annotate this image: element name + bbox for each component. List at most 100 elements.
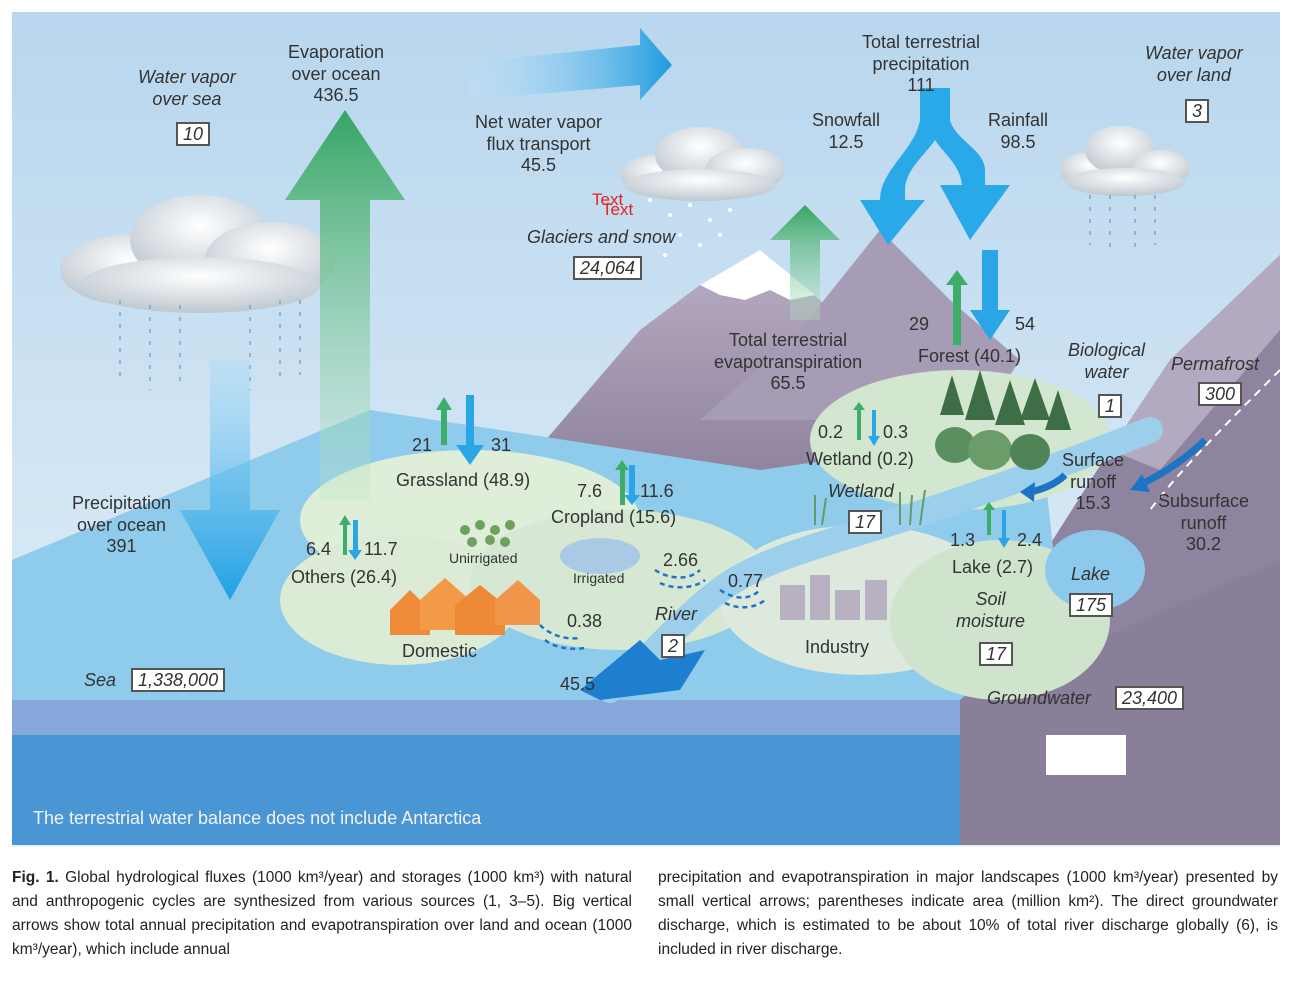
caption-right: precipitation and evapotranspiration in … [658, 869, 1278, 958]
cloud-sea [60, 195, 335, 313]
permafrost-value: 300 [1198, 382, 1243, 406]
groundwater-label: Groundwater [987, 688, 1092, 708]
forest-up-arrow [946, 270, 968, 345]
mountain-snow [700, 250, 815, 300]
domestic-label: Domestic [402, 641, 478, 661]
wetland-down-value: 0.3 [883, 422, 909, 442]
precip-ocean-line2: over ocean [77, 514, 167, 535]
industry-label: Industry [805, 637, 870, 657]
wetland-reeds [814, 489, 926, 526]
subsurface-line1: Subsurface [1158, 491, 1250, 511]
wetland-label: Wetland (0.2) [806, 449, 914, 469]
cloud-middle [620, 127, 785, 201]
soil-line1: Soil [975, 589, 1006, 609]
water-vapor-sea-line2: over sea [152, 88, 222, 109]
water-vapor-land-line1: Water vapor [1145, 43, 1243, 63]
evap-ocean-line2: over ocean [291, 63, 381, 84]
industry-buildings [780, 575, 887, 620]
rain-sea [119, 300, 301, 390]
permafrost-dashed-line [1149, 369, 1281, 511]
water-vapor-land-value: 3 [1185, 99, 1210, 123]
evapotrans-line2: evapotranspiration [714, 351, 863, 372]
forest-label: Forest (40.1) [918, 346, 1022, 366]
others-up-value: 6.4 [306, 539, 332, 559]
lake-area-label: Lake (2.7) [952, 557, 1034, 577]
lake-store-value: 175 [1069, 593, 1114, 617]
wetland-store-value: 17 [848, 510, 883, 534]
snowfall-text: Snowfall [812, 110, 881, 130]
others-label: Others (26.4) [291, 567, 398, 587]
unirrigated-crops [460, 520, 515, 547]
net-vapor-line1: Net water vapor [475, 112, 603, 132]
subsurface-runoff-arrow [1138, 437, 1208, 489]
crop-up-value: 7.6 [577, 481, 603, 501]
evap-ocean-line1: Evaporation [288, 42, 385, 62]
precip-ocean-value: 391 [106, 536, 137, 557]
water-vapor-sea-value: 10 [176, 122, 211, 146]
total-precip-value: 111 [907, 75, 935, 96]
river-channel [597, 417, 1163, 703]
others-down-value: 11.7 [364, 539, 398, 559]
sea-side-top [12, 700, 960, 735]
lake-store-label: Lake [1071, 564, 1111, 584]
evap-ocean-value: 436.5 [313, 85, 359, 106]
irrigated-field [560, 538, 640, 574]
sea-side [12, 700, 960, 845]
surface-runoff-line2: runoff [1070, 471, 1116, 492]
grassland-label: Grassland (48.9) [396, 470, 531, 490]
cloud-land [1060, 126, 1190, 196]
soil-moisture-value: 17 [979, 642, 1014, 666]
groundwater-value: 23,400 [1115, 686, 1185, 710]
antarctica-footnote: The terrestrial water balance does not i… [33, 808, 482, 828]
glaciers-value: 24,064 [573, 256, 643, 280]
glaciers-label: Glaciers and snow [527, 227, 676, 247]
text-marker-2: Text [602, 200, 634, 219]
wetland-up-value: 0.2 [818, 422, 844, 442]
river-flux-value: 45.5 [560, 674, 596, 694]
sea-value: 1,338,000 [131, 668, 226, 692]
white-notch [1046, 735, 1126, 775]
cropland-label: Cropland (15.6) [551, 507, 677, 527]
river-value: 2 [661, 634, 686, 658]
snowfall-value: 12.5 [828, 131, 864, 152]
evapotrans-line1: Total terrestrial [729, 330, 848, 350]
soil-line2: moisture [956, 610, 1026, 631]
total-precip-line1: Total terrestrial [862, 32, 981, 52]
crop-down-value: 11.6 [640, 481, 674, 501]
industry-flux-value: 0.77 [728, 571, 764, 591]
precip-ocean-line1: Precipitation [72, 493, 172, 513]
precip-split-arrow [860, 88, 1010, 245]
grass-down-value: 31 [491, 435, 512, 455]
lake-water [1045, 530, 1145, 610]
rainfall-value: 98.5 [1000, 131, 1036, 152]
domestic-houses [390, 578, 540, 635]
surface-runoff-value: 15.3 [1075, 493, 1111, 514]
total-precip-line2: precipitation [872, 53, 970, 74]
river-mouth-arrow [580, 640, 705, 700]
irrigation-flux-value: 2.66 [663, 550, 699, 570]
water-vapor-sea-line1: Water vapor [138, 67, 236, 87]
water-vapor-land-line2: over land [1156, 64, 1231, 85]
evapotrans-value: 65.5 [770, 373, 806, 394]
river-label: River [655, 604, 698, 624]
forest-down-arrow [970, 250, 1010, 340]
surface-runoff-line1: Surface [1062, 450, 1125, 470]
evap-ocean-arrow [285, 110, 405, 500]
lake-down-value: 2.4 [1017, 530, 1043, 550]
net-vapor-value: 45.5 [521, 155, 557, 176]
flux-swirls [539, 568, 766, 650]
subsurface-value: 30.2 [1186, 534, 1222, 555]
caption-fig-label: Fig. 1. [12, 869, 59, 886]
grass-up-value: 21 [412, 435, 433, 455]
